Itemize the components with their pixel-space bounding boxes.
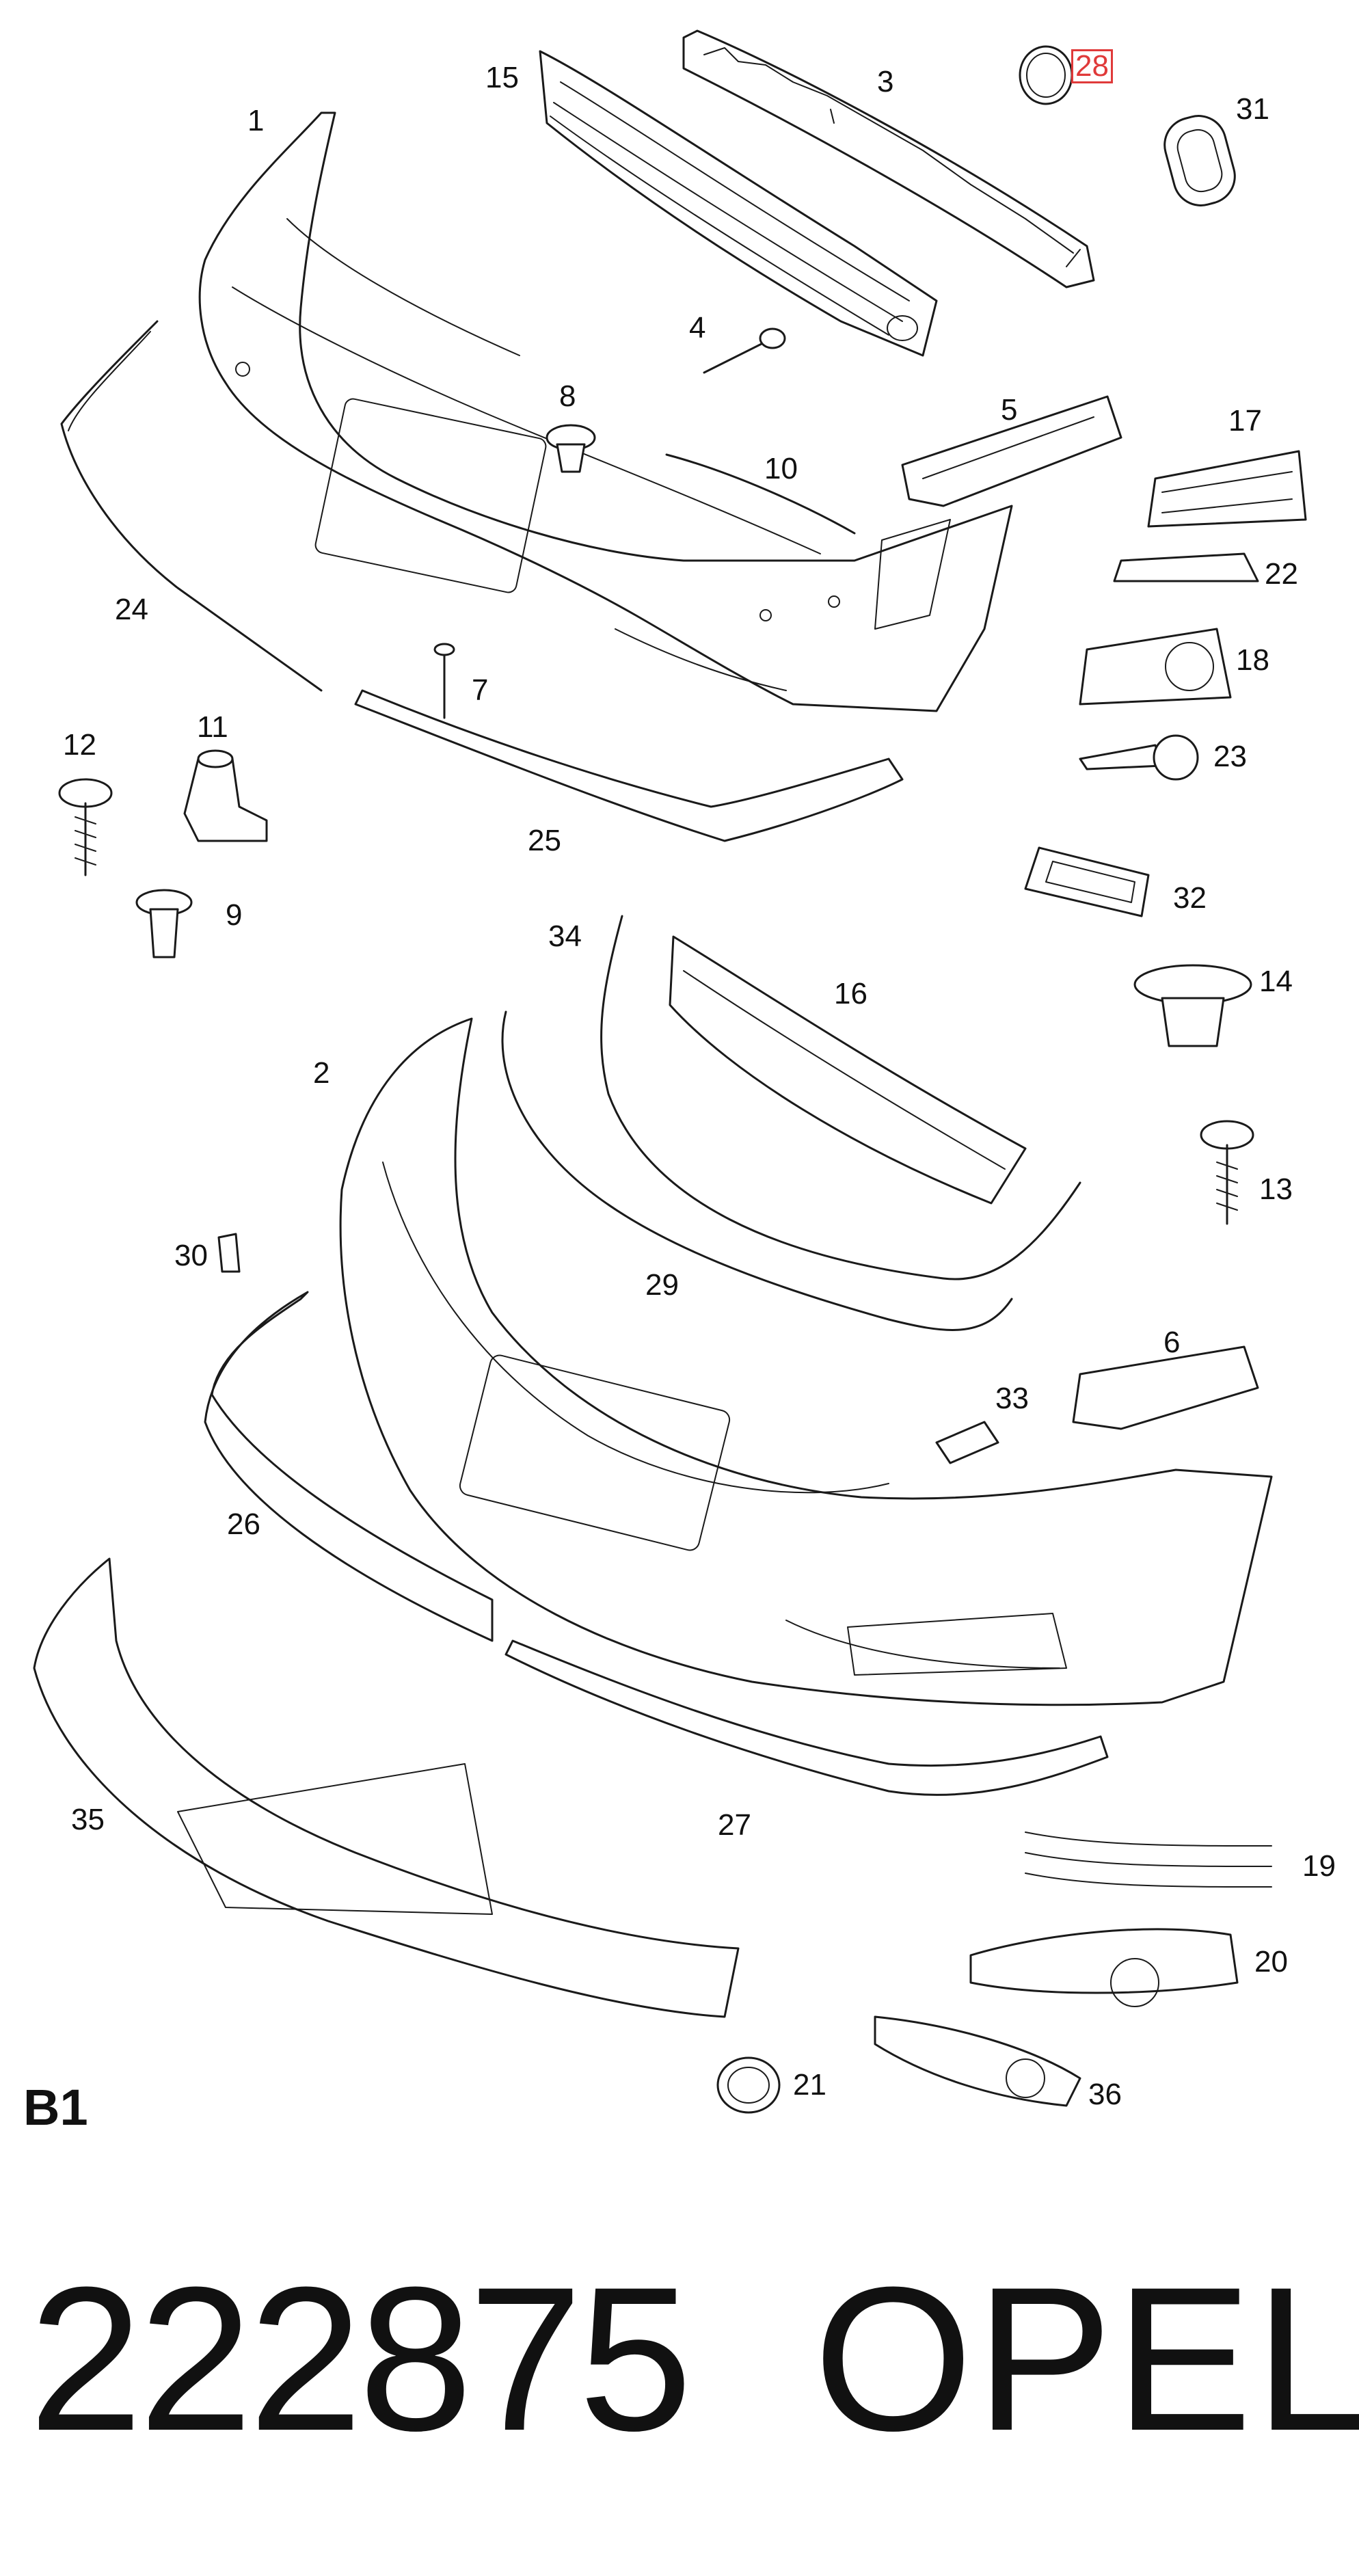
part-16-grille — [669, 935, 1027, 1205]
callout-17: 17 — [1228, 404, 1262, 438]
part-13-screw — [1200, 1120, 1254, 1225]
callout-15: 15 — [485, 61, 519, 94]
callout-3: 3 — [877, 65, 894, 98]
callout-28: 28 — [1071, 49, 1113, 83]
part-30-clip — [217, 1233, 241, 1273]
part-33-cover — [935, 1421, 999, 1464]
part-6-bracket — [1072, 1345, 1259, 1430]
part-8-clip — [546, 424, 596, 473]
part-22-strip — [1113, 552, 1259, 582]
callout-1: 1 — [247, 104, 265, 137]
callout-33: 33 — [995, 1382, 1029, 1415]
callout-26: 26 — [227, 1507, 260, 1541]
callout-23: 23 — [1213, 740, 1247, 773]
callout-24: 24 — [115, 593, 148, 626]
part-2-bumper-cover — [339, 1017, 1273, 1706]
callout-10: 10 — [764, 452, 798, 485]
callout-7: 7 — [472, 673, 489, 707]
callout-31: 31 — [1236, 92, 1269, 126]
callout-27: 27 — [718, 1808, 751, 1842]
part-25-trim — [354, 689, 904, 842]
callout-4: 4 — [689, 311, 706, 345]
part-20-insert — [969, 1928, 1239, 2007]
part-3-reinforcement — [682, 29, 1095, 289]
callout-14: 14 — [1259, 965, 1293, 998]
footer-brand: OPEL — [813, 2244, 1359, 2473]
callout-13: 13 — [1259, 1172, 1293, 1206]
part-4-rivet — [703, 327, 786, 374]
part-21-gasket — [716, 2056, 781, 2114]
callout-34: 34 — [548, 920, 582, 953]
callout-18: 18 — [1236, 643, 1269, 677]
callout-22: 22 — [1265, 557, 1298, 591]
part-23-bezel — [1079, 734, 1199, 781]
part-5-bracket — [901, 395, 1122, 507]
part-26-spoiler — [204, 1291, 494, 1642]
callout-6: 6 — [1163, 1326, 1181, 1359]
part-32-frame — [1024, 846, 1150, 917]
part-18-bezel — [1079, 628, 1232, 706]
part-35-under-tray — [33, 1557, 740, 2018]
part-15-grille — [539, 50, 938, 357]
callout-35: 35 — [71, 1803, 105, 1836]
callout-30: 30 — [174, 1239, 208, 1272]
callout-19: 19 — [1302, 1849, 1336, 1883]
part-34-29-molding — [501, 915, 1081, 1331]
callout-8: 8 — [559, 379, 576, 413]
footer-part-number: 222875 — [29, 2244, 692, 2473]
callout-11: 11 — [197, 710, 228, 744]
part-11-fastener — [183, 749, 268, 842]
part-7-pin — [433, 643, 455, 719]
part-10-molding — [665, 453, 856, 535]
section-label: B1 — [23, 2079, 88, 2136]
callout-5: 5 — [1001, 393, 1018, 427]
callout-25: 25 — [528, 824, 561, 857]
part-19-insert — [1025, 1832, 1272, 1888]
callout-20: 20 — [1254, 1945, 1288, 1978]
leader-lines — [830, 109, 1081, 267]
callout-9: 9 — [226, 898, 243, 932]
callout-2: 2 — [313, 1056, 330, 1090]
part-9-clip — [135, 889, 193, 958]
part-36-bezel — [874, 2015, 1081, 2107]
part-27-trim — [504, 1639, 1109, 1796]
callout-29: 29 — [645, 1268, 679, 1302]
part-24-spoiler — [60, 320, 323, 692]
part-17-insert — [1147, 450, 1307, 528]
part-14-clip — [1133, 964, 1252, 1047]
part-1-bumper-cover — [198, 111, 1013, 712]
part-31-gasket — [1163, 115, 1236, 206]
callout-16: 16 — [834, 977, 867, 1010]
callout-21: 21 — [793, 2068, 826, 2102]
callout-32: 32 — [1173, 881, 1207, 915]
part-12-screw — [58, 778, 113, 876]
callout-36: 36 — [1088, 2078, 1122, 2111]
part-28-cap — [1019, 45, 1073, 105]
callout-12: 12 — [63, 728, 96, 762]
